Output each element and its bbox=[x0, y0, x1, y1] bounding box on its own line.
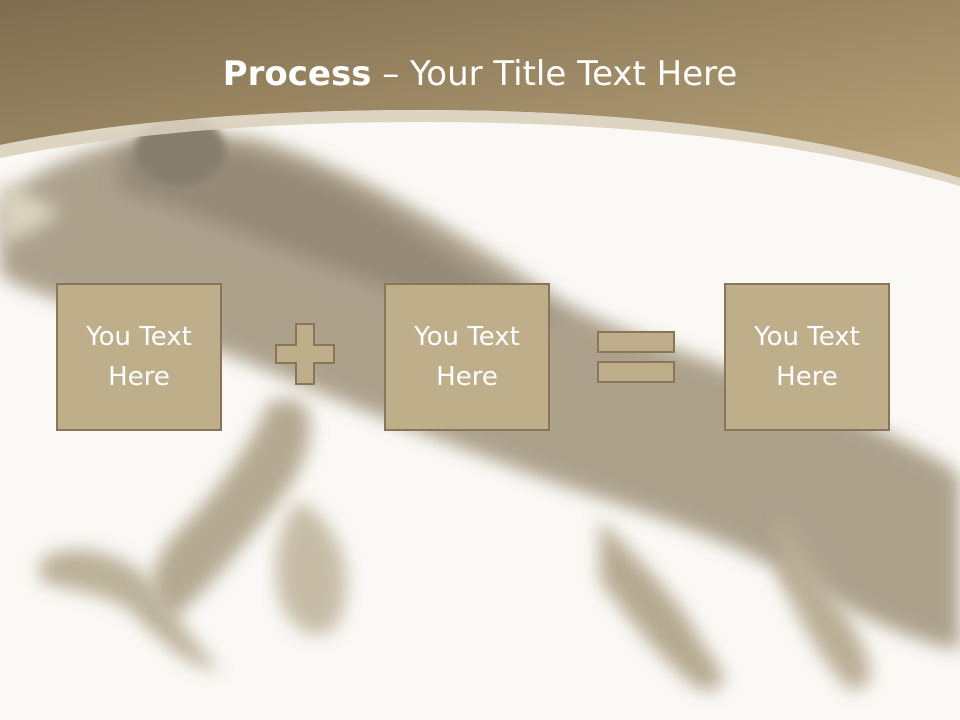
equals-icon bbox=[597, 331, 675, 383]
process-box-2[interactable]: You Text Here bbox=[384, 283, 550, 431]
title-rest-text: – Your Title Text Here bbox=[371, 54, 738, 94]
process-box-2-text: You Text Here bbox=[414, 322, 520, 392]
process-box-1-text: You Text Here bbox=[86, 322, 192, 392]
process-box-1[interactable]: You Text Here bbox=[56, 283, 222, 431]
header-band bbox=[0, 0, 960, 178]
process-box-3-text: You Text Here bbox=[754, 322, 860, 392]
plus-icon bbox=[275, 323, 335, 385]
title-bold-text: Process bbox=[222, 54, 372, 94]
process-box-3[interactable]: You Text Here bbox=[724, 283, 890, 431]
slide-title: Process – Your Title Text Here bbox=[0, 52, 960, 96]
